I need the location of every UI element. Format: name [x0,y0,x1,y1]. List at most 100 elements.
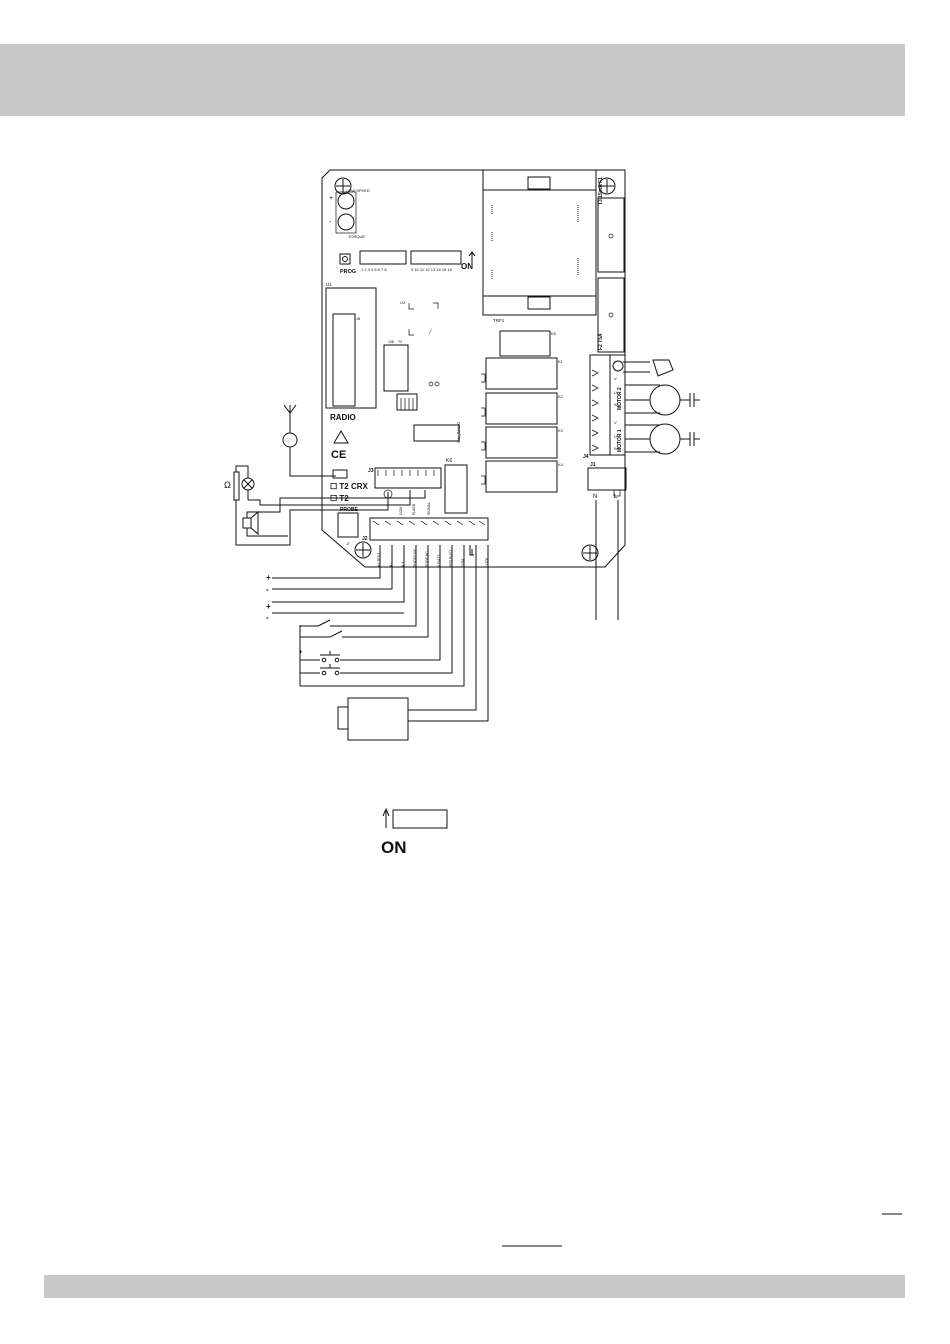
screw-icon [354,541,372,559]
ce-mark: CE [331,449,346,461]
j2-connector [369,517,489,541]
ground-icon [469,545,474,556]
screw-icon [598,177,616,195]
j3-connector [374,467,442,489]
svg-text:+: + [299,650,303,656]
input-contacts: + [299,545,465,687]
svg-text:U: U [614,390,617,395]
j1-label: J1 [590,462,596,468]
t2crx-label: ☐ T2 CRX [330,482,369,491]
motor1-label: MOTOR 1 [617,429,623,452]
radio-module [325,287,377,409]
f2-label: F2 T5A [598,333,604,350]
dip-legend-on-label: ON [381,838,407,857]
k3-label: K3 [558,428,564,433]
u2-label: U2 [400,300,406,305]
j2-term-3: A + [401,562,405,567]
antenna-icon [282,404,336,477]
omega-label: Ω [224,480,231,490]
buzzer-icon [242,510,259,536]
probe-connector [337,512,359,538]
fuse-f1 [597,197,625,273]
j2-label: J2 [362,536,368,542]
transformer-trf1 [482,169,597,316]
j2-term-8: COM [461,559,465,567]
footer-band [44,1275,905,1298]
svg-text:W: W [614,446,618,451]
board-outline [321,169,626,568]
svg-text:⁄: ⁄ [428,330,432,336]
j2-term-2: A - [389,562,393,567]
relay-k5 [499,330,551,357]
fuse-f2 [597,277,625,353]
electric-lock-icon [337,545,489,741]
svg-text:U: U [614,434,617,439]
j3-signal-label: SIGNAL [427,502,431,515]
j2-term-1: A+ TEST [377,552,381,567]
prog-button[interactable] [339,253,351,265]
j8-connector [332,313,356,407]
j1-connector [587,467,627,491]
on-label-small: ON [461,262,473,271]
svg-text:T2: T2 [398,340,402,344]
earth-terminal-icon [612,360,624,372]
resistor-icon [233,471,240,501]
j2-term-5: EDGE NC [425,551,429,567]
relay-k1 [485,357,558,390]
flashing-lamp-icon [241,477,255,491]
j3-com-label: COM [399,507,403,515]
dip-numbers-1: 1 2 3 4 5 6 7 8 [361,267,387,272]
relay-k3 [485,426,558,459]
radio-label: RADIO [330,413,356,422]
motor-1-symbol [625,423,700,455]
svg-text:-: - [329,219,332,226]
low-speed-label: LOW SPEED [346,188,370,193]
j4-label: J4 [583,454,589,460]
svg-text:W: W [614,402,618,407]
dip-switch-bank-2[interactable] [410,250,462,265]
power-term-4: - [266,613,269,622]
k4-label: K4 [558,462,564,467]
dip-numbers-2: 9 10 11 12 13 14 15 16 [411,267,453,272]
earth-clamp-icon [652,359,674,377]
esd-warning-icon [333,430,349,444]
low-speed-trimmer[interactable] [337,192,355,210]
dip-legend: ON [381,807,448,857]
torque-label: TORQUE [348,234,365,239]
l-label: L [614,494,618,500]
power-term-3: + [266,602,271,611]
k1-label: K1 [558,359,564,364]
dip-switch-bank-1[interactable] [359,250,407,265]
svg-text:J7: J7 [346,542,350,546]
svg-text:V: V [614,420,617,425]
torque-trimmer[interactable] [337,213,355,231]
antenna-terminal-icon [332,469,348,479]
j3-label: J3 [368,468,374,474]
header-band [0,44,905,116]
j2-term-10: LOCK [485,557,489,567]
power-term-2: - [266,585,269,594]
mains-wires [595,500,619,620]
prog-label: PROG [340,269,356,275]
trf1-label: TRF1 [493,318,505,323]
u1-label: U1 [326,282,332,287]
svg-text:V: V [614,376,617,381]
f1-label: T3.15mA F1 [598,177,604,205]
relay-k2 [485,392,558,425]
relay-k4 [485,460,558,493]
j2-term-6: K BUTT [437,554,441,567]
sw-radio-connector [413,424,460,442]
n-label: N [593,494,597,500]
up-arrow-icon [468,251,476,264]
screw-icon [581,544,599,562]
k6-label: K6 [446,458,452,464]
svg-text:108: 108 [388,340,394,344]
ic-chip [383,344,409,392]
motor-2-symbol [625,384,700,416]
relay-k6 [444,464,468,514]
power-wires [272,545,405,614]
sw-radio-label: SW_RADIO [456,422,461,443]
k5-label: K5 [551,331,557,336]
j4-connector [589,354,611,456]
